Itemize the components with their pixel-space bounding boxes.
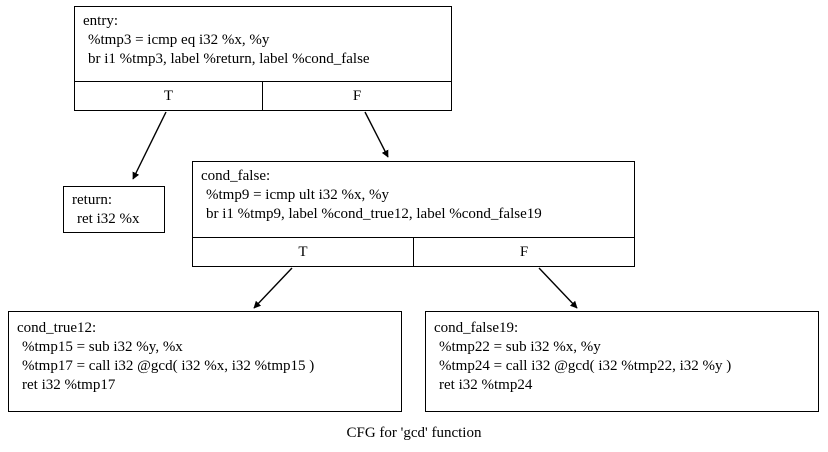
node-cond-false[interactable]: cond_false: %tmp9 = icmp ult i32 %x, %y …: [192, 161, 635, 267]
node-entry-port-true[interactable]: T: [75, 82, 263, 111]
node-cond-true12-line-0: cond_true12:: [17, 320, 97, 336]
node-cond-false-line-2: br i1 %tmp9, label %cond_true12, label %…: [206, 206, 542, 222]
node-return[interactable]: return: ret i32 %x: [63, 186, 165, 233]
node-entry[interactable]: entry: %tmp3 = icmp eq i32 %x, %y br i1 …: [74, 6, 452, 111]
node-cond-false-port-false[interactable]: F: [519, 244, 529, 260]
node-cond-true12-body: cond_true12: %tmp15 = sub i32 %y, %x %tm…: [9, 312, 401, 411]
node-entry-line-1: %tmp3 = icmp eq i32 %x, %y: [88, 32, 270, 48]
node-return-line-1: ret i32 %x: [77, 211, 140, 227]
edge-entry-false-to-cond-false: [364, 111, 389, 158]
node-return-line-0: return:: [72, 192, 112, 208]
node-cond-false-line-0: cond_false:: [201, 168, 271, 184]
node-cond-false19-body: cond_false19: %tmp22 = sub i32 %x, %y %t…: [426, 312, 818, 411]
node-entry-line-0: entry:: [83, 13, 118, 29]
node-cond-false-body: cond_false: %tmp9 = icmp ult i32 %x, %y …: [193, 162, 634, 237]
node-cond-true12-line-3: ret i32 %tmp17: [22, 377, 116, 393]
node-entry-ports: T F: [75, 81, 451, 111]
node-cond-false-ports: T F: [193, 237, 634, 267]
node-cond-false19[interactable]: cond_false19: %tmp22 = sub i32 %x, %y %t…: [425, 311, 819, 412]
node-entry-body: entry: %tmp3 = icmp eq i32 %x, %y br i1 …: [75, 7, 451, 81]
node-cond-false19-line-3: ret i32 %tmp24: [439, 377, 533, 393]
node-return-body: return: ret i32 %x: [64, 187, 164, 232]
node-cond-false-line-1: %tmp9 = icmp ult i32 %x, %y: [206, 187, 390, 203]
node-entry-port-false[interactable]: F: [352, 88, 362, 104]
edge-cond-false-true-to-cond-true12: [253, 267, 293, 309]
node-cond-false19-line-0: cond_false19:: [434, 320, 519, 336]
node-cond-true12-line-2: %tmp17 = call i32 @gcd( i32 %x, i32 %tmp…: [22, 358, 315, 374]
node-cond-false-port-true[interactable]: T: [193, 238, 414, 267]
node-cond-true12[interactable]: cond_true12: %tmp15 = sub i32 %y, %x %tm…: [8, 311, 402, 412]
edge-cond-false-false-to-cond-false19: [538, 267, 578, 309]
edge-entry-true-to-return: [132, 111, 167, 180]
node-cond-false19-line-2: %tmp24 = call i32 @gcd( i32 %tmp22, i32 …: [439, 358, 732, 374]
node-cond-false19-line-1: %tmp22 = sub i32 %x, %y: [439, 339, 601, 355]
node-cond-true12-line-1: %tmp15 = sub i32 %y, %x: [22, 339, 183, 355]
node-entry-line-2: br i1 %tmp3, label %return, label %cond_…: [88, 51, 370, 67]
graph-caption: CFG for 'gcd' function: [346, 425, 482, 441]
